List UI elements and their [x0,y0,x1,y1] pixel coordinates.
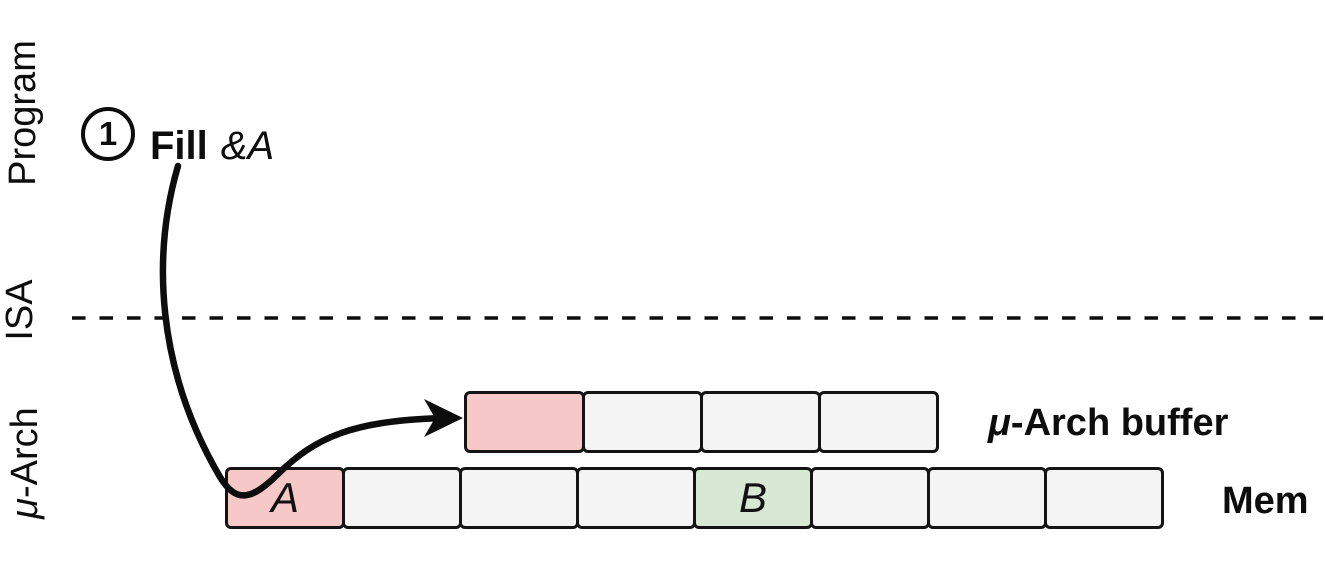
step-number: 1 [98,115,118,152]
step-number-badge: 1 [81,107,135,161]
mem-cell-1 [342,467,462,529]
mem-cell-3 [576,467,696,529]
fill-arrow-curve [159,162,446,499]
mem-cell-6 [927,467,1047,529]
fill-verb: Fill [150,124,208,168]
mem-cell-0: A [225,467,345,529]
uarch-buffer-row [464,391,939,453]
uarch-label-text: -Arch [4,407,46,498]
mem-cell-4: B [693,467,813,529]
mem-cell-7 [1044,467,1164,529]
fill-instruction-annotation: Fill &A [150,124,274,170]
fill-arrow-head [424,399,463,437]
layer-label-program: Program [2,40,44,186]
mem-cell-4-label: B [738,474,767,521]
mu-glyph: μ [988,402,1011,444]
mem-cell-0-label: A [270,474,299,521]
memory-row: A B [225,467,1164,529]
buffer-cell-3 [818,391,939,453]
mu-glyph: μ [4,497,46,519]
buffer-cell-2 [700,391,821,453]
memory-caption: Mem [1222,480,1309,522]
buffer-cell-0 [464,391,585,453]
uarch-buffer-caption: μ-Arch buffer [988,402,1228,445]
diagram-stage: Program ISA μ-Arch 1 Fill &A μ-Arch buff… [0,40,1325,529]
buffer-caption-text: -Arch buffer [1010,402,1229,444]
mem-cell-5 [810,467,930,529]
fill-operand: &A [220,124,275,168]
mem-cell-2 [459,467,579,529]
layer-label-uarch: μ-Arch [2,353,48,573]
buffer-cell-1 [582,391,703,453]
diagram-overlay [72,162,1325,499]
